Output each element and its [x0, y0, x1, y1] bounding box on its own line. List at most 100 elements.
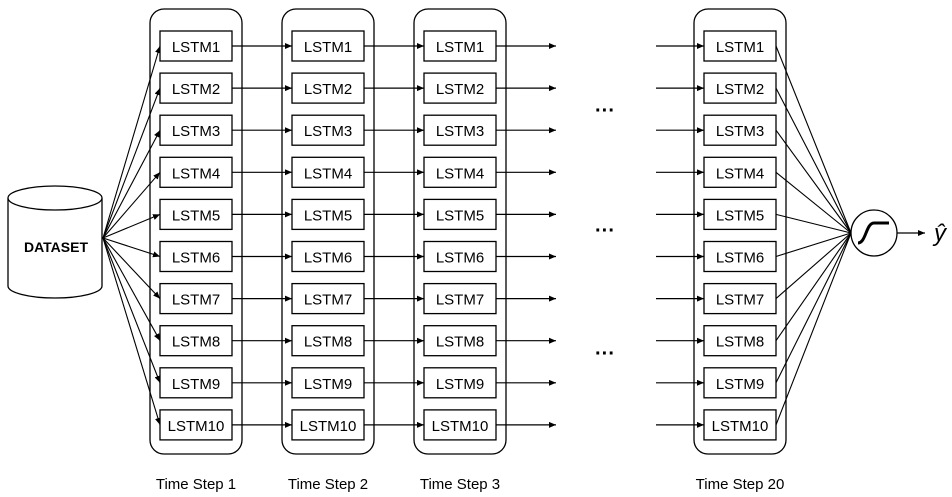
lstm-cell-label: LSTM2 — [304, 81, 352, 98]
lstm-cell-label: LSTM4 — [436, 165, 484, 182]
output-connection-line — [775, 232, 852, 342]
lstm-cell-box — [291, 409, 365, 441]
lstm-cell-label: LSTM4 — [172, 165, 220, 182]
lstm-cell-label: LSTM6 — [436, 250, 484, 267]
lstm-cell-box — [423, 30, 497, 62]
lstm-cell-box — [703, 240, 777, 273]
time-step-column: LSTM1LSTM2LSTM3LSTM4LSTM5LSTM6LSTM7LSTM8… — [149, 8, 243, 455]
lstm-cell-label: LSTM7 — [716, 292, 764, 309]
lstm-cell-box — [159, 30, 233, 62]
output-connection-line — [775, 171, 852, 234]
output-connection-line — [775, 213, 852, 234]
lstm-cell-box — [703, 282, 777, 315]
lstm-cell-label: LSTM8 — [304, 334, 352, 351]
lstm-cell-label: LSTM10 — [432, 418, 489, 435]
dataset-input-line — [102, 237, 161, 426]
dataset-fan-in-connections — [102, 45, 161, 426]
lstm-cell-box — [703, 30, 777, 62]
time-step-column: LSTM1LSTM2LSTM3LSTM4LSTM5LSTM6LSTM7LSTM8… — [413, 8, 507, 455]
lstm-cell-label: LSTM1 — [716, 39, 764, 56]
lstm-cell-box — [423, 282, 497, 315]
lstm-cell-box — [291, 282, 365, 315]
lstm-cell-label: LSTM3 — [716, 123, 764, 140]
lstm-cell-box — [703, 198, 777, 231]
lstm-cell-label: LSTM4 — [304, 165, 352, 182]
dataset-input-line — [102, 87, 161, 239]
dataset-input-line — [102, 213, 161, 239]
dataset-label: DATASET — [24, 239, 88, 255]
activation-node: ŷ — [850, 209, 948, 257]
lstm-cell-label: LSTM7 — [304, 292, 352, 309]
output-connection-line — [775, 232, 852, 258]
lstm-cell-label: LSTM2 — [436, 81, 484, 98]
lstm-cell-box — [703, 72, 777, 104]
lstm-cell-label: LSTM7 — [172, 292, 220, 309]
lstm-cell-box — [159, 156, 233, 188]
output-connection-line — [775, 129, 852, 234]
lstm-cell-label: LSTM7 — [436, 292, 484, 309]
time-step-label: Time Step 20 — [696, 476, 785, 493]
lstm-cell-box — [423, 198, 497, 231]
lstm-cell-box — [291, 325, 365, 357]
lstm-cell-box — [703, 367, 777, 399]
time-step-column: LSTM1LSTM2LSTM3LSTM4LSTM5LSTM6LSTM7LSTM8… — [693, 8, 787, 455]
dataset-input-line — [102, 237, 161, 384]
lstm-cell-box — [423, 409, 497, 441]
time-step-container — [693, 8, 787, 455]
dataset-input-line — [102, 171, 161, 239]
lstm-cell-label: LSTM2 — [172, 81, 220, 98]
output-connection-line — [775, 87, 852, 234]
sigmoid-icon — [857, 221, 889, 245]
lstm-cell-label: LSTM9 — [172, 376, 220, 393]
lstm-cell-label: LSTM1 — [436, 39, 484, 56]
lstm-cell-label: LSTM10 — [168, 418, 225, 435]
output-connection-line — [775, 45, 852, 234]
dataset-cylinder: DATASET — [7, 185, 103, 299]
lstm-cell-box — [159, 114, 233, 146]
lstm-cell-label: LSTM6 — [716, 250, 764, 267]
output-fan-in-connections — [775, 45, 852, 426]
lstm-cell-box — [159, 282, 233, 315]
lstm-cell-label: LSTM5 — [304, 207, 352, 224]
lstm-cell-label: LSTM9 — [716, 376, 764, 393]
lstm-cell-label: LSTM1 — [304, 39, 352, 56]
lstm-cell-box — [159, 72, 233, 104]
time-step-column: LSTM1LSTM2LSTM3LSTM4LSTM5LSTM6LSTM7LSTM8… — [281, 8, 375, 455]
lstm-cell-label: LSTM5 — [436, 207, 484, 224]
time-step-columns: LSTM1LSTM2LSTM3LSTM4LSTM5LSTM6LSTM7LSTM8… — [149, 8, 787, 455]
time-step-label: Time Step 3 — [420, 476, 500, 493]
lstm-cell-label: LSTM5 — [172, 207, 220, 224]
lstm-cell-box — [159, 325, 233, 357]
lstm-cell-label: LSTM3 — [172, 123, 220, 140]
ellipsis-group: ··· ··· ··· — [595, 100, 615, 365]
output-connection-line — [775, 232, 852, 300]
lstm-cell-box — [423, 325, 497, 357]
ellipsis-middle: ··· — [595, 220, 615, 242]
lstm-cell-label: LSTM9 — [304, 376, 352, 393]
lstm-cell-label: LSTM3 — [304, 123, 352, 140]
lstm-cell-label: LSTM10 — [300, 418, 357, 435]
output-y-hat: ŷ — [932, 220, 948, 247]
recurrent-connections — [232, 43, 704, 428]
dataset-input-line — [102, 45, 161, 239]
output-connection-line — [775, 232, 852, 384]
time-step-container — [413, 8, 507, 455]
lstm-cell-label: LSTM4 — [716, 165, 764, 182]
lstm-cell-label: LSTM10 — [712, 418, 769, 435]
lstm-cell-box — [423, 240, 497, 273]
ellipsis-top: ··· — [595, 100, 615, 122]
lstm-cell-label: LSTM5 — [716, 207, 764, 224]
ellipsis-bottom: ··· — [595, 343, 615, 365]
dataset-input-line — [102, 129, 161, 239]
time-step-label: Time Step 2 — [288, 476, 368, 493]
time-step-container — [281, 8, 375, 455]
output-connection-line — [775, 232, 852, 426]
lstm-cell-box — [159, 409, 233, 441]
time-step-container — [149, 8, 243, 455]
lstm-cell-label: LSTM8 — [436, 334, 484, 351]
lstm-cell-label: LSTM2 — [716, 81, 764, 98]
lstm-cell-label: LSTM8 — [172, 334, 220, 351]
lstm-cell-box — [159, 367, 233, 399]
